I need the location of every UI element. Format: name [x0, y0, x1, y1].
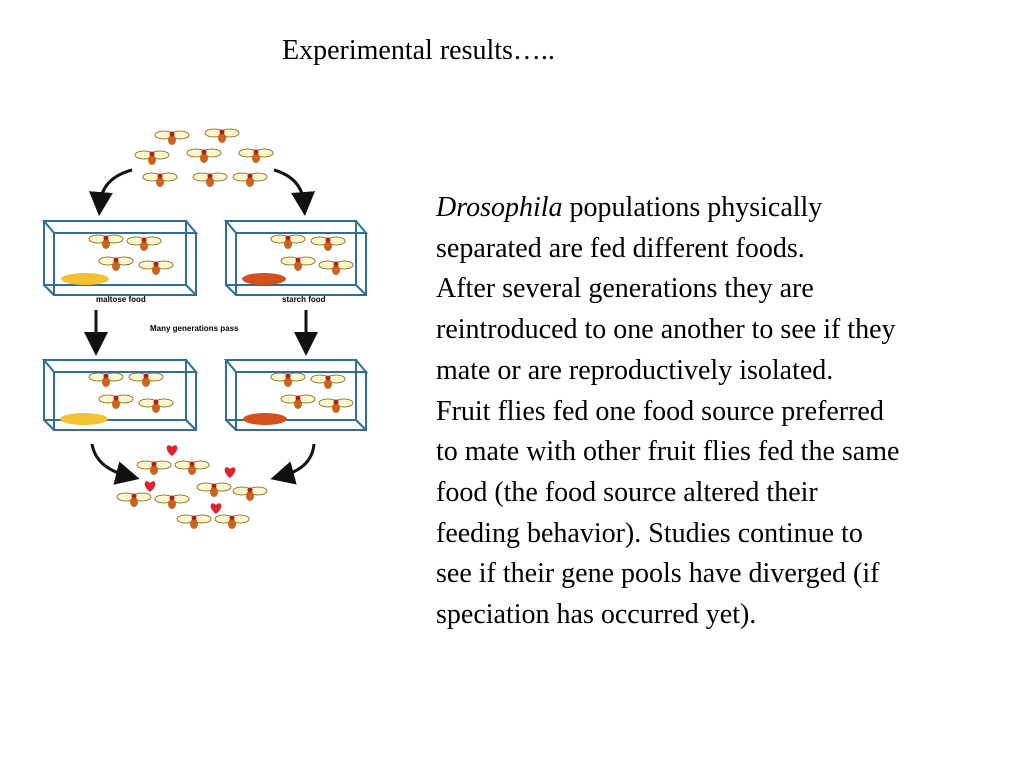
- starch-food-label: starch food: [282, 295, 326, 304]
- fruit-fly-icon: [134, 150, 170, 165]
- fruit-fly-icon: [138, 260, 174, 275]
- body-text: Drosophila populations physically separa…: [436, 188, 1011, 636]
- merge-arrow-right: [270, 443, 316, 485]
- starch-box-bottom: [223, 359, 369, 431]
- fruit-fly-icon: [204, 128, 240, 143]
- body-line-8: food (the food source altered their: [436, 476, 818, 508]
- body-line-9: feeding behavior). Studies continue to: [436, 517, 863, 549]
- heart-icon: [166, 445, 178, 456]
- fruit-fly-icon: [318, 260, 354, 275]
- heart-icon: [210, 503, 222, 514]
- fruit-fly-icon: [174, 460, 210, 475]
- slide-title: Experimental results…..: [282, 35, 555, 66]
- split-arrow-left: [88, 168, 133, 216]
- starch-box-top: [223, 220, 369, 296]
- fruit-fly-icon: [232, 486, 268, 501]
- merge-arrow-left: [90, 443, 140, 485]
- body-line-1: Drosophila populations physically: [436, 192, 823, 223]
- fruit-fly-icon: [310, 236, 346, 251]
- fruit-fly-icon: [232, 172, 268, 187]
- fruit-fly-icon: [88, 234, 124, 249]
- fruit-fly-icon: [88, 372, 124, 387]
- fruit-fly-icon: [310, 374, 346, 389]
- species-name: Drosophila: [436, 192, 563, 223]
- fruit-fly-icon: [116, 492, 152, 507]
- heart-icon: [224, 467, 236, 478]
- generations-label: Many generations pass: [150, 324, 239, 333]
- split-arrow-right: [273, 168, 316, 216]
- body-line-7: to mate with other fruit flies fed the s…: [436, 436, 900, 468]
- fruit-fly-icon: [98, 256, 134, 271]
- fruit-fly-icon: [196, 482, 232, 497]
- maltose-box-bottom: [41, 359, 199, 431]
- speciation-diagram: maltose food starch food Many generation…: [36, 118, 376, 548]
- fruit-fly-icon: [270, 372, 306, 387]
- maltose-box-top: [41, 220, 199, 296]
- diagram-canvas: maltose food starch food Many generation…: [41, 128, 369, 529]
- fruit-fly-icon: [280, 256, 316, 271]
- fruit-fly-icon: [98, 394, 134, 409]
- fruit-fly-icon: [270, 234, 306, 249]
- body-line-10: see if their gene pools have diverged (i…: [436, 558, 880, 590]
- starch-food-dish-2: [243, 413, 287, 425]
- maltose-food-dish-2: [60, 413, 108, 425]
- fruit-fly-icon: [192, 172, 228, 187]
- body-line-5: mate or are reproductively isolated.: [436, 354, 834, 386]
- fruit-fly-icon: [176, 514, 212, 529]
- fruit-fly-icon: [128, 372, 164, 387]
- fruit-flies: [88, 128, 354, 529]
- starch-food-dish: [242, 273, 286, 285]
- body-line-4: reintroduced to one another to see if th…: [436, 314, 896, 346]
- body-line-3: After several generations they are: [436, 273, 814, 305]
- maltose-food-dish: [61, 273, 109, 285]
- heart-icon: [144, 481, 156, 492]
- fruit-fly-icon: [280, 394, 316, 409]
- hearts: [144, 445, 236, 514]
- fruit-fly-icon: [214, 514, 250, 529]
- body-line-2: separated are fed different foods.: [436, 232, 805, 264]
- fruit-fly-icon: [318, 398, 354, 413]
- body-line-6: Fruit flies fed one food source preferre…: [436, 395, 884, 427]
- fruit-fly-icon: [138, 398, 174, 413]
- fruit-fly-icon: [136, 460, 172, 475]
- maltose-food-label: maltose food: [96, 295, 146, 304]
- fruit-fly-icon: [126, 236, 162, 251]
- fruit-fly-icon: [238, 148, 274, 163]
- fruit-fly-icon: [186, 148, 222, 163]
- fruit-fly-icon: [142, 172, 178, 187]
- fruit-fly-icon: [154, 494, 190, 509]
- fruit-fly-icon: [154, 130, 190, 145]
- body-line-11: speciation has occurred yet).: [436, 599, 757, 631]
